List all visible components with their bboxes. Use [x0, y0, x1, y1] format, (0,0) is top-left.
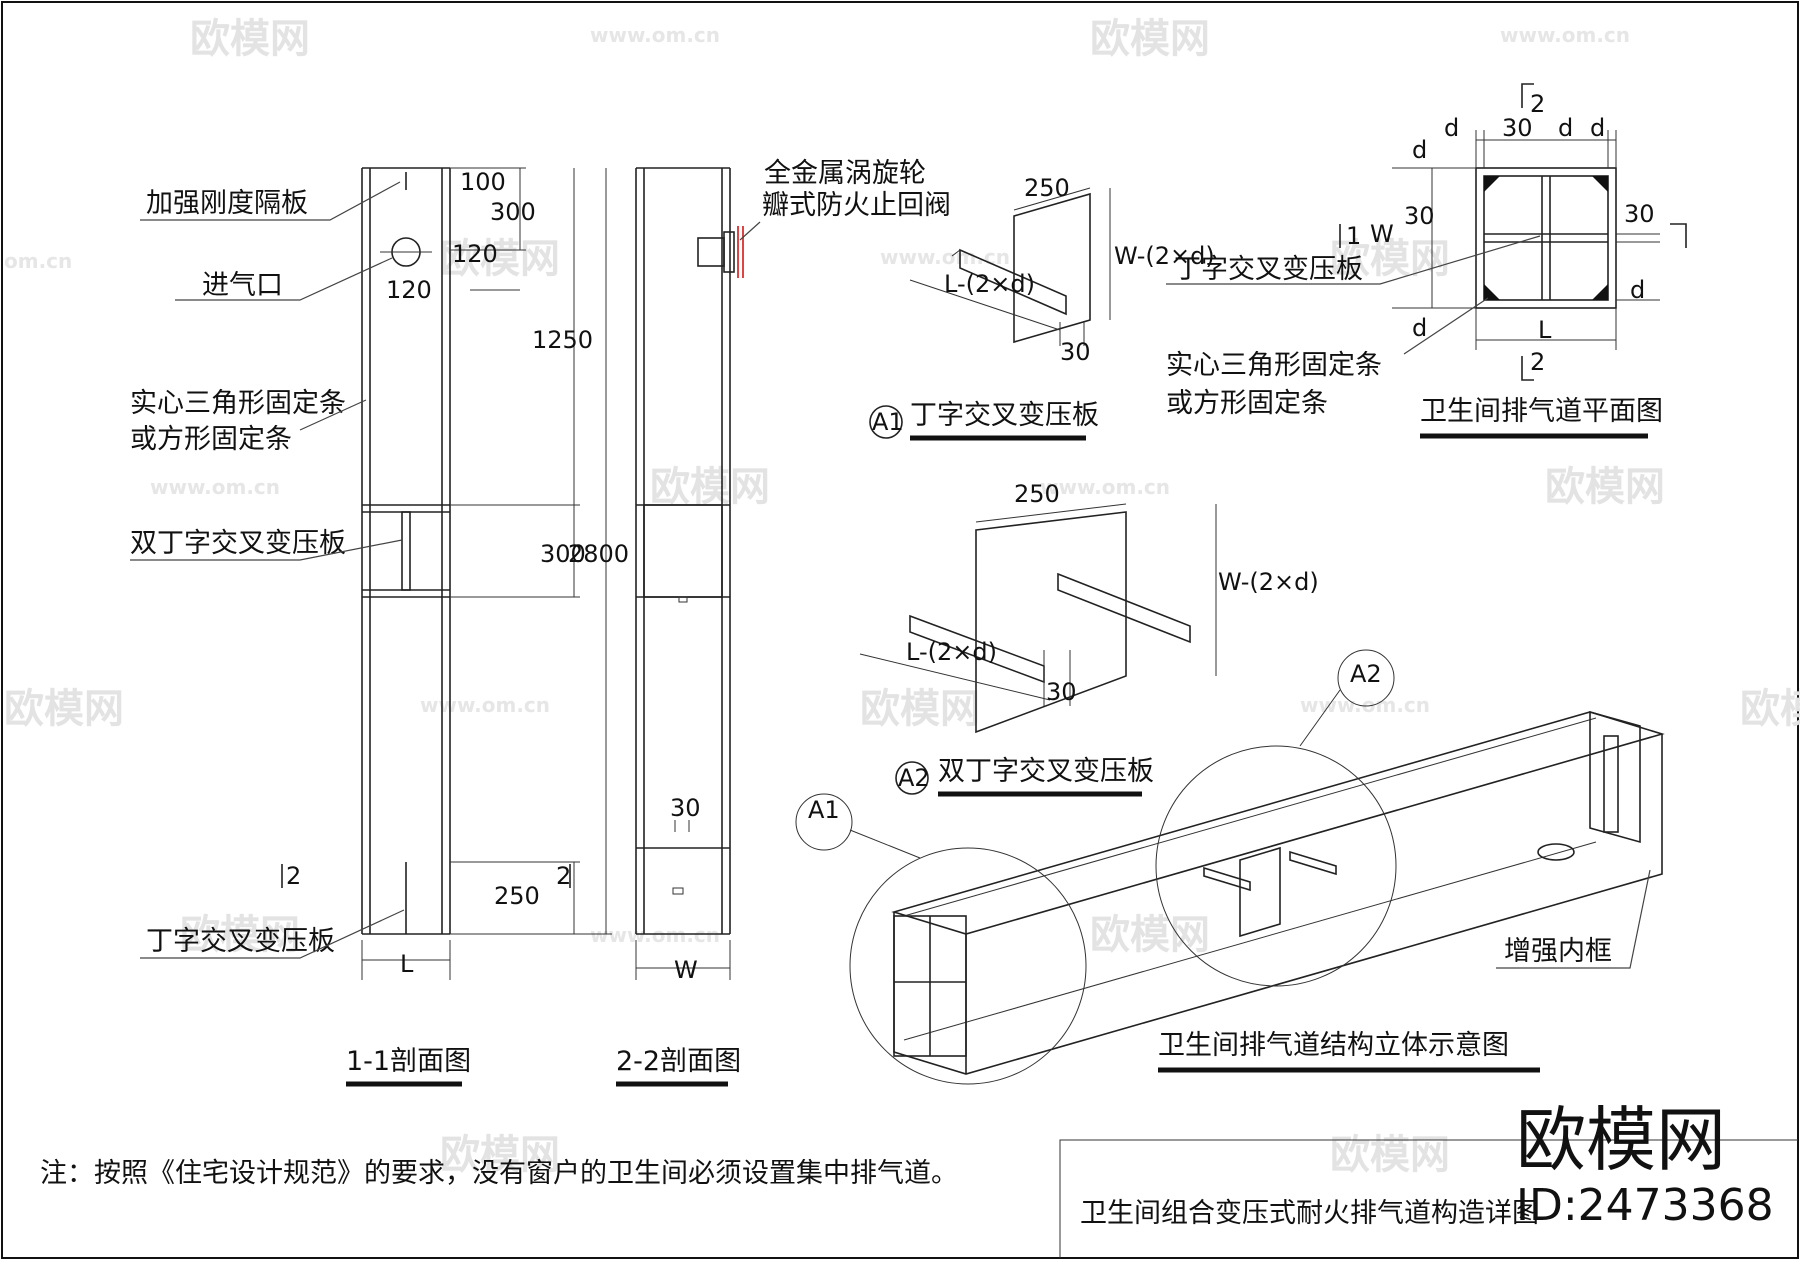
a1-zoom-circle [849, 847, 1087, 1085]
a2-dim-w-minus-2d: W-(2×d) [1218, 568, 1319, 596]
watermark-brand: 欧模网 [650, 464, 770, 510]
plan-cut-1: 1 [1346, 222, 1361, 250]
a2-zoom-circle [1155, 745, 1397, 987]
section-2-2-title: 2-2剖面图 [616, 1046, 741, 1077]
dim-2800: 2800 [568, 540, 629, 568]
plan-dim-30-left: 30 [1404, 202, 1435, 230]
dim-width-L: L [400, 950, 414, 978]
a1-dim-250: 250 [1024, 174, 1070, 202]
plan-label-t-plate: 丁字交叉变压板 [1174, 254, 1363, 285]
plan-dim-d-bottom-left: d [1412, 314, 1427, 342]
cut-mark-2-right: 2 [556, 862, 571, 890]
watermark-url: om.cn [4, 249, 72, 273]
plan-dim-d-top-left: d [1444, 114, 1459, 142]
watermark-brand: 欧模网 [440, 1132, 560, 1178]
plan-title: 卫生间排气道平面图 [1420, 396, 1663, 427]
watermark-brand: 欧模网 [1740, 686, 1800, 732]
watermark-brand: 欧模网 [1090, 16, 1210, 62]
a2-dim-l-minus-2d: L-(2×d) [906, 638, 997, 666]
label-stiffener-plate: 加强刚度隔板 [146, 188, 308, 219]
watermark-brand: 欧模网 [4, 686, 124, 732]
a2-marker: A2 [898, 764, 930, 792]
watermark-url: www.om.cn [150, 475, 280, 499]
title-block-brand: 欧模网 [1516, 1099, 1726, 1181]
a1-marker: A1 [872, 408, 904, 436]
cut-mark-2-left: 2 [286, 862, 301, 890]
watermark-brand: 欧模网 [440, 236, 560, 282]
a1-dim-l-minus-2d: L-(2×d) [944, 270, 1035, 298]
watermark-brand: 欧模网 [180, 912, 300, 958]
plan-dim-d-right: d [1630, 276, 1645, 304]
watermark-brand: 欧模网 [1545, 464, 1665, 510]
detail-a2: 250 W-(2×d) L-(2×d) 30 A2 双丁字交叉变压板 [859, 480, 1319, 797]
isometric-view: A1 A2 增强内框 卫生间排气道结构立体示意图 [795, 649, 1665, 1085]
watermark-url: www.om.cn [590, 923, 720, 947]
a1-marker-circle [869, 405, 903, 439]
watermark-url: www.om.cn [420, 693, 550, 717]
iso-marker-a2: A2 [1350, 660, 1382, 688]
label-fixing-strip-line2: 或方形固定条 [130, 424, 292, 455]
iso-title: 卫生间排气道结构立体示意图 [1158, 1030, 1509, 1061]
a2-title: 双丁字交叉变压板 [938, 756, 1154, 787]
iso-label-inner-frame: 增强内框 [1504, 936, 1612, 967]
a1-dim-w-minus-2d: W-(2×d) [1114, 242, 1215, 270]
plan-dim-d-top-mid: d [1558, 114, 1573, 142]
label-valve-line1: 全金属涡旋轮 [764, 158, 926, 189]
watermark-brand: 欧模网 [190, 16, 310, 62]
dim-120-horizontal: 120 [386, 276, 432, 304]
dim-120-vertical: 120 [452, 240, 498, 268]
plan-dim-30-top: 30 [1502, 114, 1533, 142]
plan-dim-d-left: d [1412, 136, 1427, 164]
section-1-1-title: 1-1剖面图 [346, 1046, 471, 1077]
watermark-brand: 欧模网 [860, 686, 980, 732]
watermark-url: www.om.cn [880, 245, 1010, 269]
dim-300-plate: 300 [540, 540, 586, 568]
watermark-layer: 欧模网 www.om.cn 欧模网 www.om.cn om.cn 欧模网 ww… [4, 16, 1800, 1178]
watermark-brand: 欧模网 [1330, 1132, 1450, 1178]
plan-dim-d-top-right: d [1590, 114, 1605, 142]
label-fixing-strip-line1: 实心三角形固定条 [130, 388, 346, 419]
section-1-1: 100 300 120 120 1250 300 2800 250 L 2 2 … [130, 167, 629, 1087]
a1-title: 丁字交叉变压板 [910, 400, 1099, 431]
dim-100: 100 [460, 168, 506, 196]
watermark-url: www.om.cn [1500, 23, 1630, 47]
plan-label-fixing-strip-line1: 实心三角形固定条 [1166, 350, 1382, 381]
dim-300: 300 [490, 198, 536, 226]
dim-1250: 1250 [532, 326, 593, 354]
iso-marker-a1: A1 [808, 796, 840, 824]
a2-marker-circle [895, 761, 929, 795]
title-block: 卫生间组合变压式耐火排气道构造详图 欧模网 ID:2473368 [1059, 1099, 1798, 1258]
a2-dim-250: 250 [1014, 480, 1060, 508]
watermark-brand: 欧模网 [1330, 236, 1450, 282]
drawing-title: 卫生间组合变压式耐火排气道构造详图 [1080, 1198, 1539, 1229]
dim-30-bottom: 30 [670, 794, 701, 822]
watermark-url: www.om.cn [590, 23, 720, 47]
watermark-url: www.om.cn [1300, 693, 1430, 717]
plan-dim-L: L [1538, 316, 1552, 344]
label-air-inlet: 进气口 [202, 270, 283, 301]
dim-width-W: W [674, 956, 698, 984]
plan-dim-W: W [1370, 220, 1394, 248]
label-double-t-plate: 双丁字交叉变压板 [130, 528, 346, 559]
general-note: 注：按照《住宅设计规范》的要求，没有窗户的卫生间必须设置集中排气道。 [40, 1158, 958, 1189]
plan-label-fixing-strip-line2: 或方形固定条 [1166, 388, 1328, 419]
label-t-plate: 丁字交叉变压板 [146, 926, 335, 957]
dim-250: 250 [494, 882, 540, 910]
a1-dim-30: 30 [1060, 338, 1091, 366]
plan-dim-30-right: 30 [1624, 200, 1655, 228]
plan-cut-2-bottom: 2 [1530, 348, 1545, 376]
watermark-url: www.om.cn [1040, 475, 1170, 499]
a2-dim-30: 30 [1046, 678, 1077, 706]
title-block-id: ID:2473368 [1516, 1180, 1774, 1231]
section-2-2: 30 W 全金属涡旋轮 瓣式防火止回阀 2-2剖面图 [616, 158, 951, 1087]
detail-a1: 250 W-(2×d) L-(2×d) 30 A1 丁字交叉变压板 [869, 174, 1215, 441]
label-valve-line2: 瓣式防火止回阀 [762, 190, 951, 221]
plan-view: d 30 d d d 30 W 30 d d L 2 2 1 丁字交叉变压板 实… [1166, 83, 1687, 439]
plan-cut-2-top: 2 [1530, 90, 1545, 118]
